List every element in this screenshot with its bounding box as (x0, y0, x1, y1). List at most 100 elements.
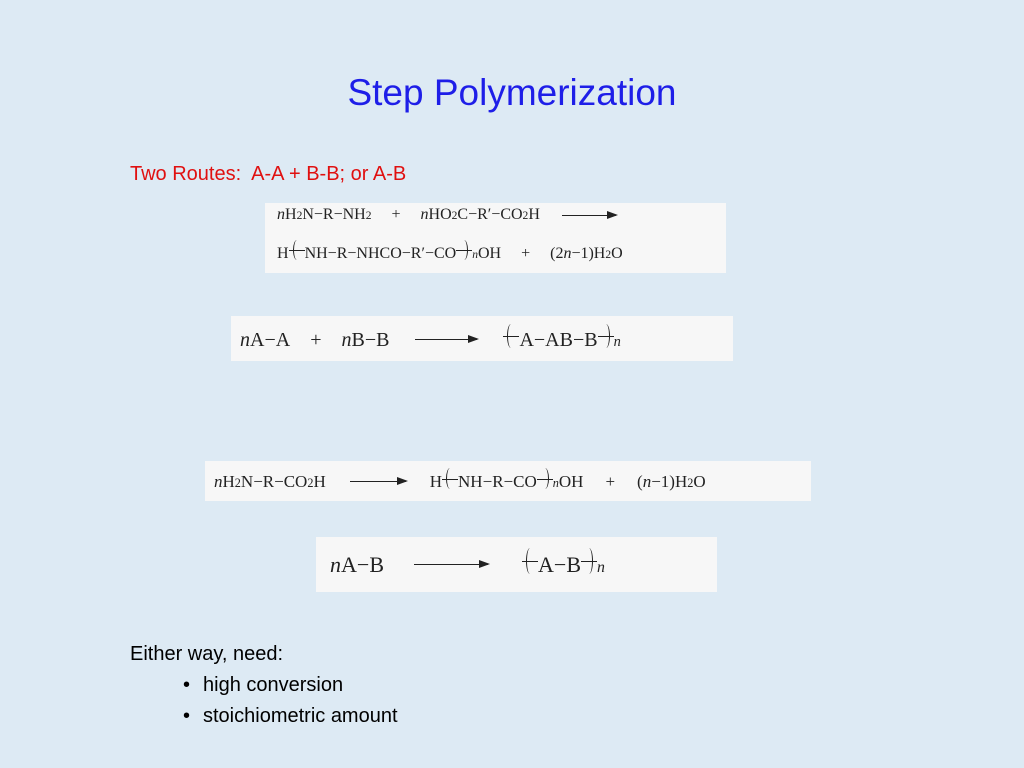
list-item: • stoichiometric amount (183, 703, 398, 734)
amino-acid-line: n H 2 N − R − CO 2 H H NH − R − CO n OH … (214, 468, 706, 491)
formula-text: R′ (410, 245, 425, 262)
requirements-list: • high conversion • stoichiometric amount (183, 672, 398, 734)
requirement-text: stoichiometric amount (203, 705, 398, 727)
formula-text: A (341, 552, 357, 577)
bond-dash: − (401, 245, 411, 262)
formula-text: R′ (477, 206, 492, 223)
formula-text: −1)H (651, 472, 688, 491)
formula-text: B (584, 329, 598, 351)
bond-dash: − (264, 329, 276, 351)
reaction-arrow (561, 210, 618, 219)
bond-dash: − (356, 552, 370, 577)
formula-text: OH (558, 472, 584, 491)
formula-text: N (302, 206, 314, 223)
formula-text: H (222, 472, 235, 491)
formula-text: ( (637, 472, 643, 491)
bullet-icon: • (183, 674, 191, 696)
stoich-n: n (214, 472, 223, 491)
bullet-icon: • (183, 705, 191, 727)
stoich-n: n (240, 329, 250, 351)
formula-text: O (611, 245, 623, 262)
bond-dash: − (313, 206, 323, 223)
formula-text: −1)H (571, 245, 606, 262)
formula-text: N (240, 472, 254, 491)
formula-text: A (250, 329, 265, 351)
bond-dash: − (468, 206, 478, 223)
amino-acid-equation: n H 2 N − R − CO 2 H H NH − R − CO n OH … (205, 461, 811, 501)
formula-text: C (457, 206, 469, 223)
formula-text: NH (342, 206, 366, 223)
formula-text: CO (283, 472, 308, 491)
reaction-arrow (414, 559, 490, 568)
bond-dash: − (364, 329, 377, 351)
ab-line: n A − B A − B n (330, 548, 605, 577)
stoich-n: n (563, 245, 572, 262)
diamine-diacid-equation: n H 2 N − R − NH 2 + n HO 2 C − R′ − CO … (265, 203, 726, 273)
formula-text: OH (477, 245, 502, 262)
bond-dash: − (274, 472, 284, 491)
aa-bb-line: n A − A + n B − B A − AB − B n (240, 324, 733, 352)
plus-sign: + (605, 472, 616, 491)
formula-text: CO (500, 206, 523, 223)
repeat-bracket-left (503, 324, 520, 348)
stoich-n: n (642, 472, 652, 491)
list-item: • high conversion (183, 672, 398, 703)
formula-text: R (492, 472, 504, 491)
repeat-bracket-right (456, 240, 473, 260)
formula-text: NHCO (356, 245, 402, 262)
formula-text: NH (304, 245, 328, 262)
repeat-bracket-right (597, 324, 614, 348)
repeat-bracket-left (522, 548, 538, 574)
slide-title: Step Polymerization (347, 72, 677, 113)
formula-text: O (693, 472, 706, 491)
formula-text: R (336, 245, 348, 262)
repeat-bracket-right (581, 548, 597, 574)
plus-sign: + (391, 206, 401, 223)
formula-text: B (351, 329, 365, 351)
routes-subtitle: Two Routes: A-A + B-B; or A-B (130, 163, 407, 185)
bond-dash: − (491, 206, 501, 223)
plus-sign: + (310, 329, 322, 351)
formula-text: CO (513, 472, 537, 491)
reaction-arrow (349, 476, 408, 485)
bond-dash: − (553, 552, 567, 577)
bond-dash: − (253, 472, 263, 491)
formula-text: B (369, 552, 384, 577)
bond-dash: − (424, 245, 434, 262)
formula-text: NH (458, 472, 483, 491)
repeat-bracket-right (536, 468, 553, 489)
formula-text: R (262, 472, 275, 491)
aa-bb-equation: n A − A + n B − B A − AB − B n (231, 316, 733, 361)
requirements-intro: Either way, need: (130, 643, 284, 665)
formula-text: AB (545, 329, 573, 351)
bond-dash: − (347, 245, 357, 262)
stoich-n: n (341, 329, 352, 351)
formula-text: A (275, 329, 291, 351)
formula-text: B (376, 329, 390, 351)
formula-text: HO (428, 206, 452, 223)
bond-dash: − (533, 329, 546, 351)
ab-equation: n A − B A − B n (316, 537, 717, 592)
repeat-bracket-left (288, 240, 305, 260)
bond-dash: − (333, 206, 343, 223)
formula-text: CO (433, 245, 457, 262)
requirement-text: high conversion (203, 674, 344, 696)
formula-text: B (566, 552, 581, 577)
formula-text: H (313, 472, 326, 491)
formula-text: H (429, 472, 443, 491)
formula-text: H (277, 245, 289, 262)
formula-text: A (538, 552, 554, 577)
stoich-n: n (420, 206, 429, 223)
formula-text: H (285, 206, 297, 223)
bond-dash: − (482, 472, 493, 491)
bond-dash: − (572, 329, 585, 351)
formula-text: H (528, 206, 540, 223)
plus-sign: + (521, 245, 531, 262)
stoich-n: n (277, 206, 285, 223)
stoich-n: n (330, 552, 341, 577)
formula-text: R (322, 206, 334, 223)
formula-text: A (519, 329, 534, 351)
polyamide-product: H NH − R − NHCO − R′ − CO n OH + (2 n −1… (277, 240, 726, 263)
repeat-bracket-left (442, 468, 459, 489)
bond-dash: − (327, 245, 337, 262)
